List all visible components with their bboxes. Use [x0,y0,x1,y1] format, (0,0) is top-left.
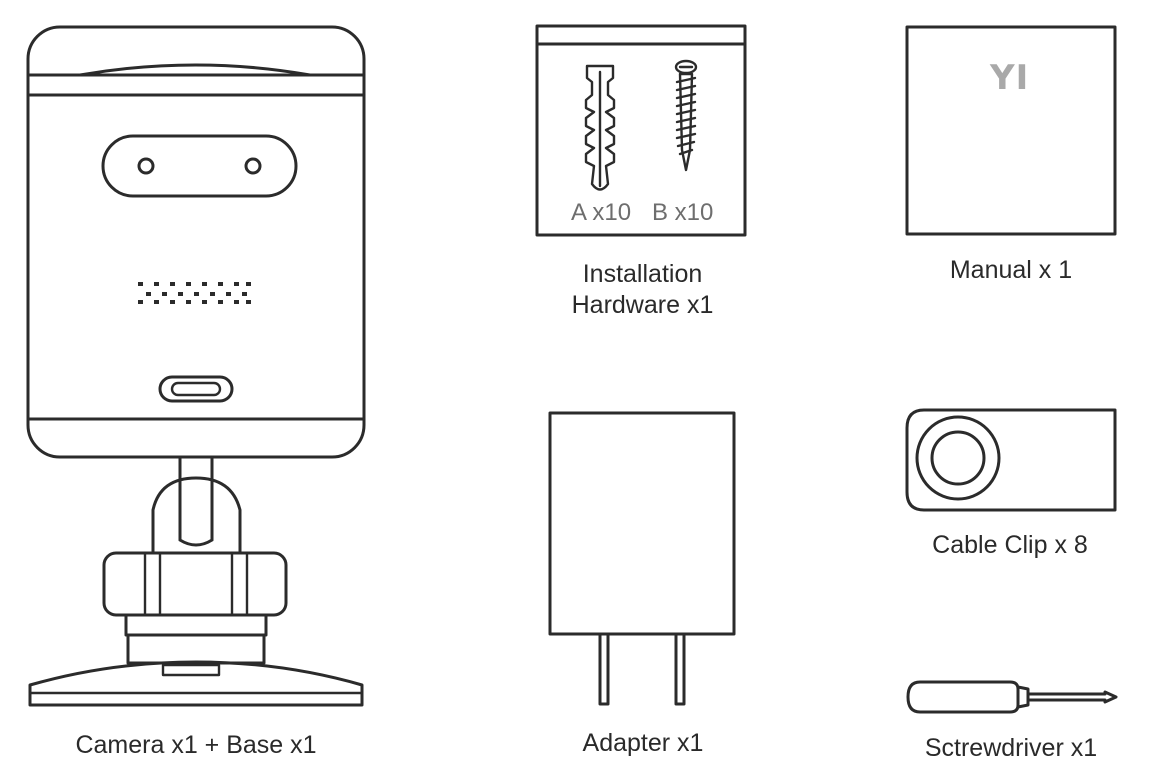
hardware-bag [535,24,747,237]
cable-clip-body [905,408,1117,512]
adapter-illustration [548,411,736,706]
camera-body [26,25,366,459]
screwdriver-label: Sctrewdriver x1 [924,734,1098,762]
base-plate [28,660,364,707]
screw-count: B x10 [652,199,714,226]
cable-clip: Cable Clip x 8 [900,400,1130,570]
clip-ring-outer [915,415,1001,501]
adapter-body [548,411,736,636]
installation-hardware: A x10 B x10 Installation Hardware x1 [530,0,750,330]
screwdriver-handle [906,680,1020,714]
sensor-right-icon [244,157,262,175]
camera-label: Camera x1 + Base x1 [75,731,317,759]
screwdriver-tip [1103,690,1118,704]
anchor-count: A x10 [571,199,632,226]
base-knob [102,551,288,617]
yi-logo: YI [990,58,1030,98]
cable-clip-illustration [905,408,1117,512]
hardware-box-illustration [535,24,747,237]
screw-icon [674,59,698,172]
wall-anchor-icon [584,64,616,191]
hardware-label-line2: Hardware x1 [571,291,714,319]
manual-cover [905,25,1117,236]
screwdriver: Sctrewdriver x1 [900,670,1130,784]
adapter-label: Adapter x1 [582,729,704,757]
status-light [158,375,234,403]
manual-label: Manual x 1 [949,256,1073,284]
clip-ring-inner [930,430,986,486]
adapter: Adapter x1 [540,400,750,784]
adapter-prong-right [674,632,686,706]
hardware-label-line1: Installation [582,260,703,288]
camera-and-base: Camera x1 + Base x1 [0,0,400,784]
sensor-left-icon [137,157,155,175]
lens-window [101,134,298,198]
manual-booklet-illustration [905,25,1117,236]
screwdriver-illustration [906,680,1118,714]
manual: YI Manual x 1 [900,0,1130,300]
adapter-prong-left [598,632,610,706]
camera-illustration [26,25,366,707]
speaker-grille [138,282,251,304]
cable-clip-label: Cable Clip x 8 [932,531,1088,559]
